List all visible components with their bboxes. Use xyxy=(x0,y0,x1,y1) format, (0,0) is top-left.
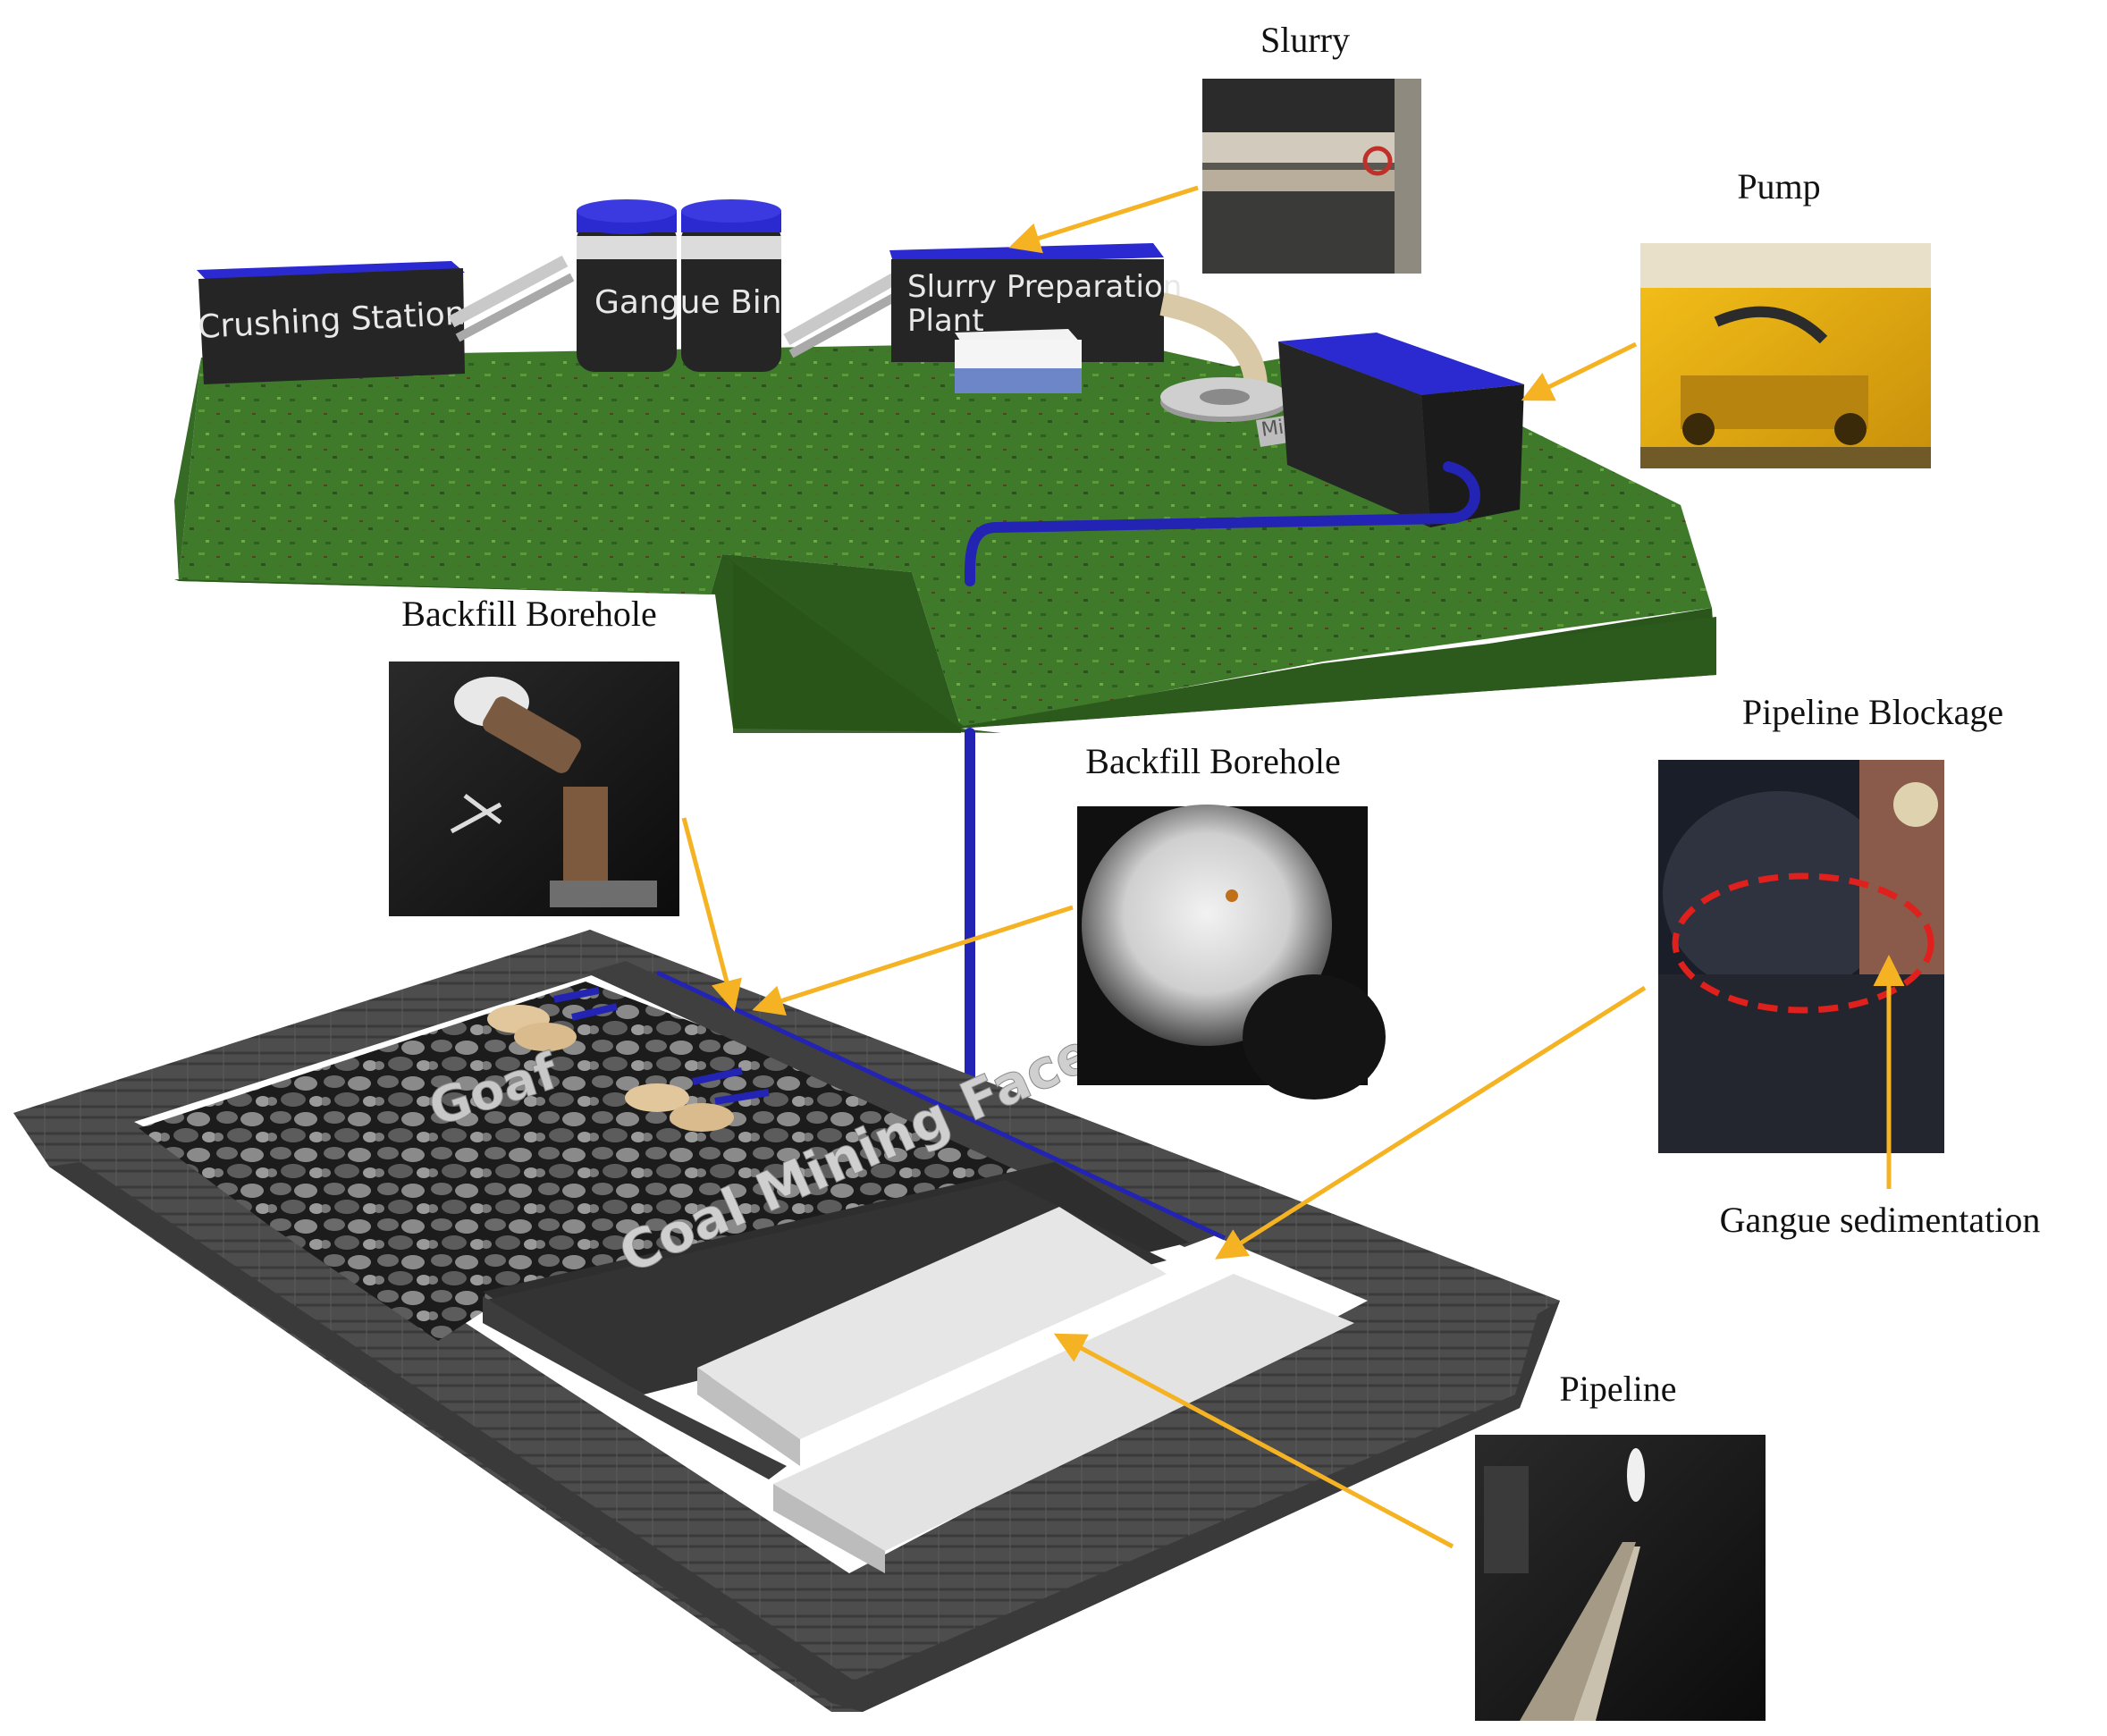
callout-arrows xyxy=(681,185,1905,1549)
crushing-station-block: Crushing Station xyxy=(197,261,466,384)
arrow-icon xyxy=(752,905,1074,1016)
backfill-borehole-left-label: Backfill Borehole xyxy=(401,594,656,634)
arrow-icon xyxy=(1053,1333,1454,1549)
pump-block xyxy=(1278,333,1524,527)
slurry-plant-label-line1: Slurry Preparation xyxy=(907,269,1182,305)
slurry-preparation-plant: Slurry Preparation Plant xyxy=(889,243,1182,393)
conveyor-pipes xyxy=(448,255,901,358)
backfill-borehole-photo-left xyxy=(389,662,679,916)
gangue-sedimentation-label: Gangue sedimentation xyxy=(1720,1200,2041,1240)
coal-mining-face-slab xyxy=(483,1180,1167,1395)
pump-photo-label: Pump xyxy=(1737,166,1820,206)
blockage-circle xyxy=(1672,872,1934,1014)
arrow-icon xyxy=(681,817,742,1012)
pipeline-blockage-photo xyxy=(1658,760,1944,1153)
gangue-bin: Gangue Bin xyxy=(577,199,782,372)
slurry-photo-label: Slurry xyxy=(1260,20,1350,60)
arrow-icon xyxy=(1521,341,1638,401)
mixer: Mixer xyxy=(1160,377,1363,447)
arrow-icon xyxy=(1008,185,1199,254)
arrow-icon xyxy=(1215,985,1647,1260)
pipeline-photo-label: Pipeline xyxy=(1559,1369,1676,1409)
plant-to-mixer-pipe xyxy=(1159,292,1268,386)
goaf-area xyxy=(139,982,1055,1341)
pipeline-photo xyxy=(1475,1435,1766,1721)
backfill-borehole-center-label: Backfill Borehole xyxy=(1085,741,1340,781)
slurry-photo xyxy=(1202,79,1421,274)
backfill-pipeline-route xyxy=(965,461,1480,586)
pipeline-blockage-label: Pipeline Blockage xyxy=(1742,692,2003,732)
backfill-borehole-photo-center xyxy=(1077,805,1386,1100)
gangue-bin-label: Gangue Bin xyxy=(594,284,782,321)
underground-frame: Goaf Coal Mining Face xyxy=(13,930,1560,1712)
pump-photo xyxy=(1640,243,1931,468)
